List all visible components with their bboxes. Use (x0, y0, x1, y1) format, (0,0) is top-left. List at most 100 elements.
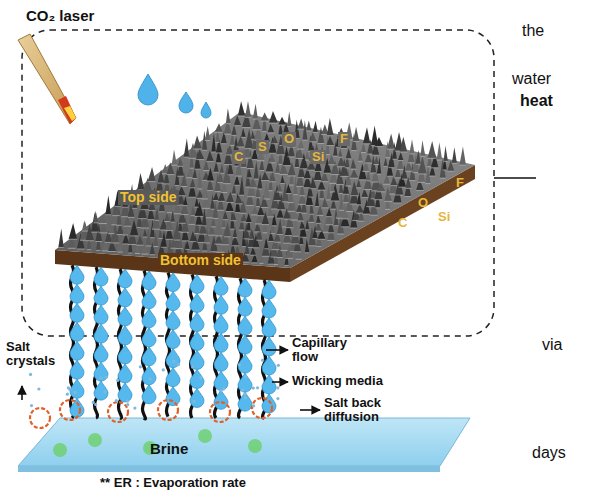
spike-base (398, 160, 404, 161)
spike (245, 101, 251, 117)
spike-base (373, 164, 379, 165)
spike-base (99, 232, 108, 233)
spike-base (132, 208, 137, 209)
spike-base (235, 176, 242, 177)
droplet (94, 381, 108, 400)
note: ** ER : Evaporation rate (100, 476, 246, 490)
spike-base (320, 181, 328, 182)
laser-spikes (58, 101, 466, 265)
spike-base (259, 170, 264, 171)
spike-base (341, 148, 348, 149)
spike-base (196, 159, 205, 160)
spike-base (316, 246, 321, 247)
spike-base (328, 164, 336, 165)
spike-base (303, 140, 308, 141)
spike-base (130, 235, 138, 236)
spike-base (185, 249, 189, 250)
face-label: Bottom side (158, 253, 243, 268)
spike-base (296, 186, 303, 187)
spike (353, 127, 359, 142)
spike-base (276, 154, 285, 155)
spike-base (194, 169, 200, 170)
salt-dot (244, 375, 247, 378)
brine-region: Brine (150, 440, 193, 457)
spike-base (285, 235, 292, 236)
spike-base (266, 171, 274, 172)
spike-base (287, 156, 294, 157)
element-label: F (338, 132, 350, 146)
spike-base (105, 214, 111, 215)
spike (267, 208, 274, 217)
spike (216, 221, 223, 236)
spike-base (254, 179, 259, 180)
spike-base (363, 214, 371, 215)
spike (185, 240, 189, 250)
spike-base (452, 163, 457, 164)
spike-base (274, 200, 281, 201)
ion (88, 433, 102, 447)
spike-base (263, 232, 268, 233)
spike-base (315, 206, 319, 207)
spike-base (96, 250, 101, 251)
spike-base (177, 166, 183, 167)
droplet (190, 388, 204, 407)
spike-base (153, 246, 158, 247)
spike-base (192, 178, 197, 179)
spike-base (297, 220, 304, 221)
salt-dot (103, 390, 106, 393)
spike (251, 131, 255, 140)
spike-base (223, 219, 229, 220)
spike-base (263, 199, 270, 200)
spike-base (418, 182, 426, 183)
spike-base (246, 222, 252, 223)
spike-base (183, 205, 187, 206)
spike-base (264, 248, 268, 249)
droplet (142, 328, 156, 347)
droplet (238, 373, 252, 392)
spike-base (313, 132, 318, 133)
spike-base (324, 173, 332, 174)
spike-base (353, 141, 359, 142)
spike (326, 136, 334, 146)
spike-base (330, 191, 335, 192)
spike-base (174, 240, 181, 241)
spike-base (383, 184, 390, 185)
spike-base (230, 145, 235, 146)
spike-base (361, 152, 366, 153)
spike-base (276, 218, 283, 219)
spike (235, 195, 243, 203)
spike-base (244, 238, 250, 239)
droplet (118, 326, 132, 345)
spike-base (216, 235, 223, 236)
spike-base (277, 234, 283, 235)
spike-base (297, 149, 304, 150)
face-label: Top side (118, 190, 179, 205)
salt-dot (276, 397, 279, 400)
spike-base (356, 187, 361, 188)
spike-base (287, 126, 291, 127)
spike-base (425, 183, 430, 184)
spike-base (146, 245, 152, 246)
spike-base (397, 169, 404, 170)
salt-dot (172, 360, 175, 363)
spike-base (372, 182, 379, 183)
spike-base (197, 188, 202, 189)
salt-dot (222, 387, 225, 390)
part-label: Capillary flow (292, 336, 362, 365)
droplet (214, 390, 228, 409)
droplet (94, 305, 108, 324)
spike-base (285, 258, 293, 259)
spike-base (350, 227, 357, 228)
spike-base (128, 252, 132, 253)
spike-base (221, 228, 225, 229)
salt-dot (238, 363, 241, 366)
spike-base (221, 244, 229, 245)
spike (247, 168, 252, 178)
spike (177, 186, 185, 196)
spike-base (257, 160, 265, 161)
spike-base (280, 183, 285, 184)
spike-base (239, 195, 244, 196)
spike-base (224, 164, 232, 165)
spike (305, 219, 309, 229)
spike-base (290, 243, 298, 244)
